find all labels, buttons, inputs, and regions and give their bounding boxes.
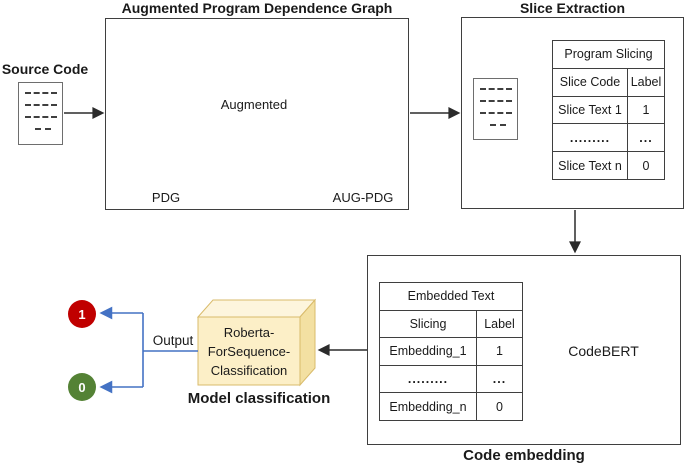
output-bracket	[99, 306, 198, 394]
table-cell: Embedding_n	[389, 399, 467, 414]
pdg-label: PDG	[151, 190, 181, 205]
model-line: Roberta-	[223, 324, 275, 340]
table-row: Slice Code Label	[553, 67, 664, 96]
model-classification-caption: Model classification	[187, 390, 331, 407]
slice-doc-icon	[473, 78, 518, 140]
aug-pdg-label: AUG-PDG	[332, 190, 394, 205]
table-row: ......... ...	[380, 364, 522, 393]
apdg-title: Augmented Program Dependence Graph	[121, 0, 393, 16]
column-header: Label	[476, 310, 522, 338]
doc-line	[480, 88, 512, 90]
column-header: Label	[627, 68, 664, 96]
output-label: Output	[152, 333, 194, 348]
model-line: ForSequence-	[207, 343, 291, 359]
table-cell: ...	[476, 365, 522, 393]
class-one-value: 1	[78, 306, 86, 322]
table-row: Embedding_1 1	[380, 337, 522, 365]
table-title: Embedded Text	[407, 289, 495, 304]
code-embedding-caption: Code embedding	[463, 447, 585, 464]
codebert-label: CodeBERT	[562, 322, 645, 380]
table-row: Slicing Label	[380, 309, 522, 338]
table-row: Slice Text 1 1	[553, 95, 664, 124]
table-row: Embedding_n 0	[380, 392, 522, 420]
table-row: Program Slicing	[553, 41, 664, 68]
augmented-label: Augmented	[220, 97, 288, 112]
table-cell: 0	[476, 393, 522, 420]
embedded-text-table: Embedded Text Slicing Label Embedding_1 …	[379, 282, 523, 421]
table-cell: 1	[627, 96, 664, 124]
column-header: Slice Code	[559, 75, 621, 90]
table-cell: 1	[476, 338, 522, 365]
table-row: Embedded Text	[380, 283, 522, 310]
slice-extraction-title: Slice Extraction	[519, 0, 626, 16]
doc-line	[35, 128, 51, 130]
table-cell: .........	[407, 372, 449, 387]
source-code-label: Source Code	[1, 61, 89, 77]
table-cell: Slice Text n	[558, 158, 622, 173]
table-cell: Slice Text 1	[558, 102, 622, 117]
class-zero-value: 0	[78, 379, 86, 395]
doc-line	[25, 92, 57, 94]
codebert-text: CodeBERT	[568, 342, 639, 359]
doc-line	[25, 104, 57, 106]
roberta-model-label: Roberta- ForSequence- Classification	[198, 317, 300, 385]
doc-line	[490, 124, 506, 126]
table-cell: .........	[569, 130, 611, 145]
doc-line	[480, 112, 512, 114]
table-cell: Embedding_1	[389, 344, 467, 359]
doc-line	[480, 100, 512, 102]
doc-line	[25, 116, 57, 118]
class-one-circle: 1	[68, 300, 96, 328]
table-row: Slice Text n 0	[553, 151, 664, 179]
apdg-box	[105, 18, 409, 210]
table-title: Program Slicing	[564, 47, 653, 62]
program-slicing-table: Program Slicing Slice Code Label Slice T…	[552, 40, 665, 180]
model-line: Classification	[210, 362, 288, 378]
column-header: Slicing	[409, 316, 447, 331]
table-row: ......... ...	[553, 123, 664, 152]
table-cell: 0	[627, 152, 664, 179]
source-code-doc-icon	[18, 82, 63, 145]
table-cell: ...	[627, 124, 664, 152]
class-zero-circle: 0	[68, 373, 96, 401]
